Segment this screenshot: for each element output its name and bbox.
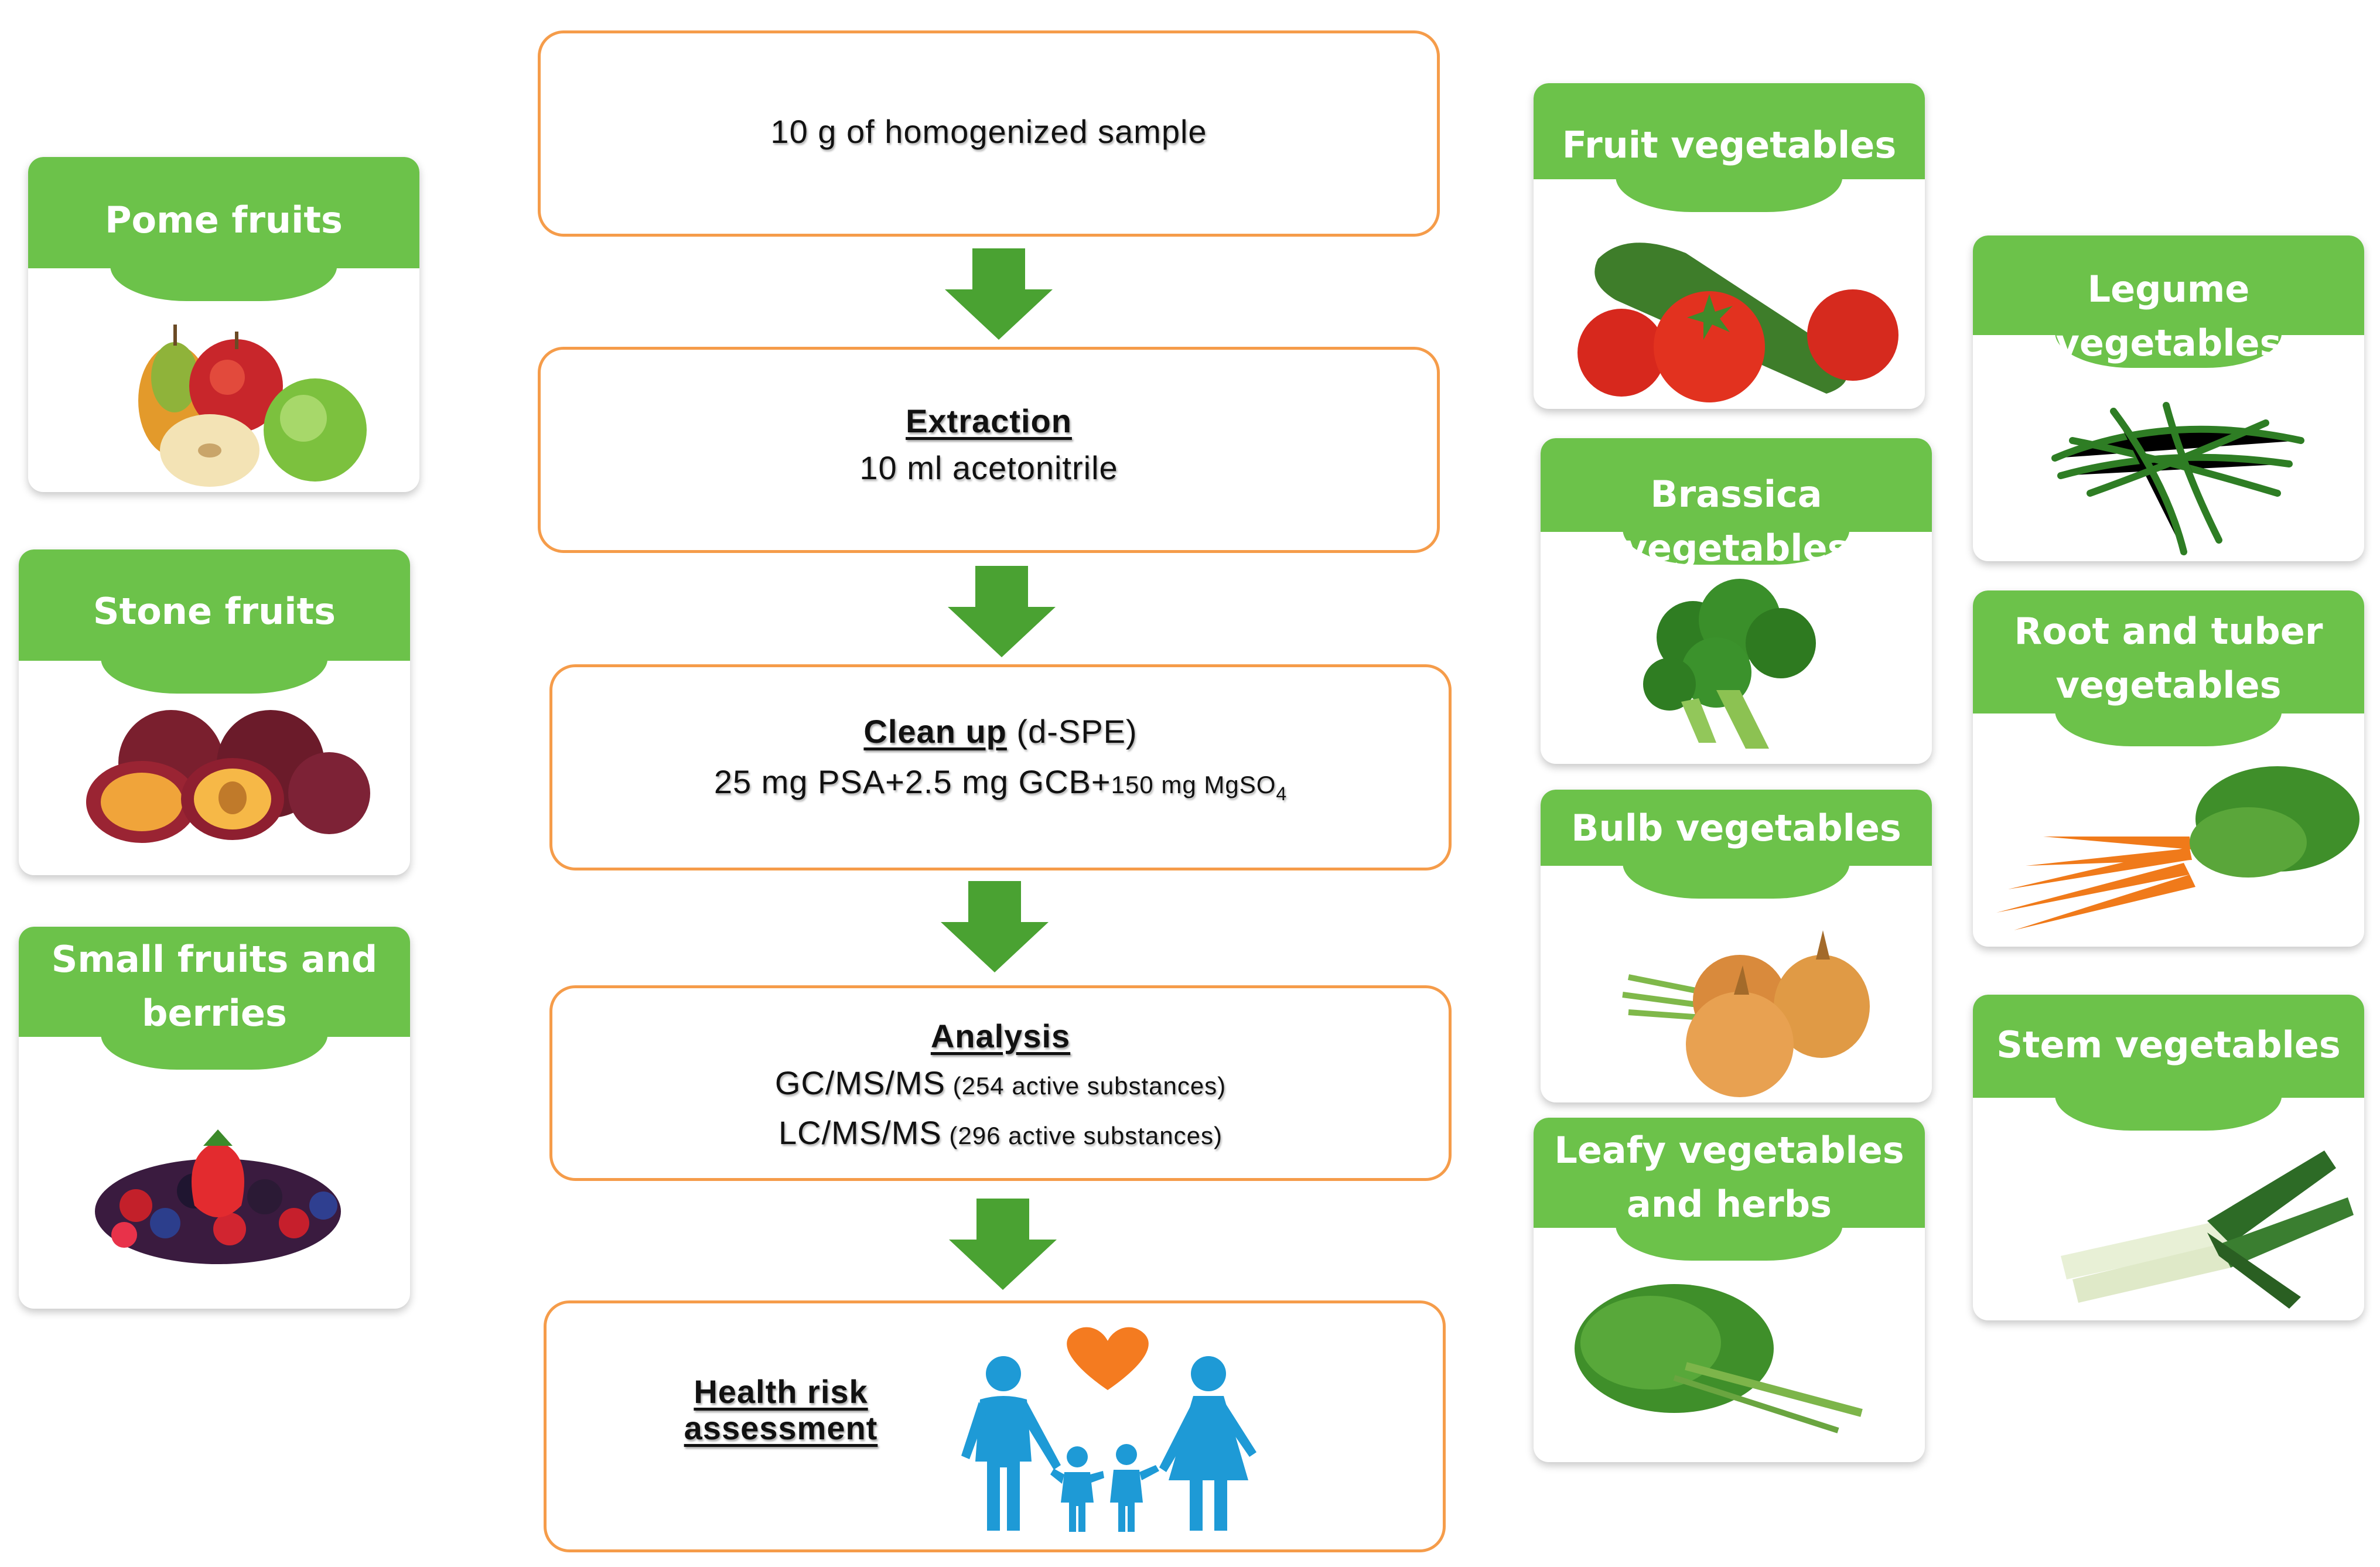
card-pome-fruits: Pome fruits (28, 157, 419, 492)
cleanup-box: Clean up (d-SPE) 25 mg PSA+2.5 mg GCB+15… (549, 664, 1452, 870)
card-title: Small fruits and berries (51, 938, 378, 1035)
lc-label: LC/MS/MS (778, 1114, 942, 1151)
plums-image (19, 694, 410, 875)
card-leafy-vegetables-herbs: Leafy vegetables and herbs (1534, 1118, 1925, 1462)
cleanup-method: (d-SPE) (1006, 713, 1138, 750)
card-title: Stone fruits (93, 590, 336, 633)
card-stone-fruits: Stone fruits (19, 549, 410, 875)
gc-line: GC/MS/MS (254 active substances) (552, 1060, 1449, 1109)
extraction-detail: 10 ml acetonitrile (859, 449, 1118, 486)
cleanup-salt: 150 mg MgSO (1111, 771, 1276, 798)
card-fruit-vegetables: Fruit vegetables (1534, 83, 1925, 409)
broccoli-image (1541, 573, 1932, 764)
card-legume-vegetables: Legume vegetables (1973, 235, 2364, 561)
cucumber-tomatoes-image (1534, 218, 1925, 409)
card-title: Leafy vegetables and herbs (1554, 1129, 1904, 1225)
sample-text: 10 g of homogenized sample (770, 113, 1207, 150)
lc-note: (296 active substances) (941, 1122, 1223, 1149)
leek-image (1973, 1133, 2364, 1320)
family-heart-icon (961, 1327, 1256, 1532)
sample-box: 10 g of homogenized sample (538, 30, 1440, 237)
cleanup-sorbents: 25 mg PSA+2.5 mg GCB+ (713, 763, 1111, 800)
health-title-line1: Health risk (694, 1373, 868, 1410)
arrow-down-icon (948, 566, 1056, 657)
card-title: Brassica vegetables (1623, 473, 1849, 569)
card-stem-vegetables: Stem vegetables (1973, 995, 2364, 1320)
dill-image (1534, 1261, 1925, 1462)
analysis-box: Analysis GC/MS/MS (254 active substances… (549, 985, 1452, 1181)
arrow-down-icon (945, 248, 1053, 340)
arrow-down-icon (941, 881, 1049, 972)
green-beans-image (1973, 376, 2364, 561)
card-title: Stem vegetables (1996, 1023, 2341, 1066)
extraction-title: Extraction (906, 402, 1072, 439)
extraction-box: Extraction 10 ml acetonitrile (538, 347, 1440, 553)
cleanup-salt-subscript: 4 (1276, 783, 1288, 805)
carrots-image (1973, 749, 2364, 947)
cleanup-detail: 25 mg PSA+2.5 mg GCB+150 mg MgSO4 (552, 759, 1449, 817)
card-brassica-vegetables: Brassica vegetables (1541, 438, 1932, 764)
arrow-down-icon (949, 1199, 1057, 1290)
card-title: Bulb vegetables (1571, 807, 1901, 849)
card-bulb-vegetables: Bulb vegetables (1541, 790, 1932, 1102)
health-title: Health risk assessment (681, 1374, 880, 1446)
gc-note: (254 active substances) (945, 1072, 1227, 1100)
card-title: Pome fruits (105, 199, 343, 241)
analysis-title: Analysis (930, 1018, 1071, 1054)
card-title: Root and tuber vegetables (2014, 610, 2323, 706)
gc-label: GC/MS/MS (774, 1064, 945, 1101)
health-title-line2: assessment (684, 1409, 878, 1446)
cleanup-heading: Clean up (d-SPE) (552, 708, 1449, 755)
card-title: Legume vegetables (2055, 268, 2282, 364)
onions-image (1541, 907, 1932, 1102)
card-title: Fruit vegetables (1562, 124, 1897, 166)
pears-apples-image (28, 301, 419, 492)
berries-image (19, 1071, 410, 1309)
health-box: Health risk assessment (544, 1300, 1446, 1552)
card-small-fruits-berries: Small fruits and berries (19, 927, 410, 1309)
cleanup-title: Clean up (863, 713, 1007, 750)
lc-line: LC/MS/MS (296 active substances) (552, 1109, 1449, 1159)
card-root-tuber-vegetables: Root and tuber vegetables (1973, 590, 2364, 947)
